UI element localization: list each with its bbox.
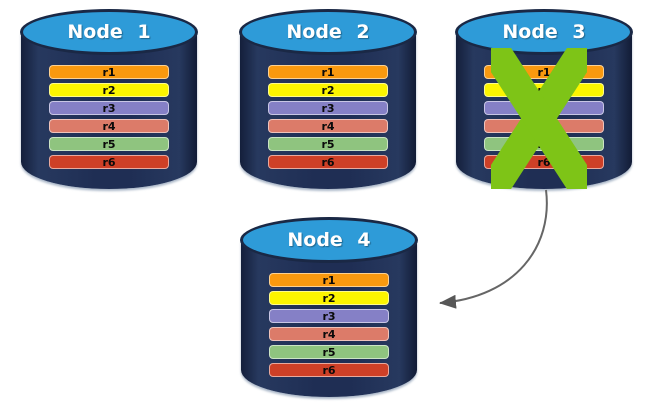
replica-bar-r4: r4 — [269, 327, 389, 341]
node-2: Node 2 r1 r2 r3 r4 r5 r6 — [239, 9, 417, 189]
replica-bar-r6: r6 — [269, 363, 389, 377]
replica-bar-r5: r5 — [268, 137, 388, 151]
replica-bar-r4: r4 — [268, 119, 388, 133]
failure-x-icon — [491, 48, 587, 189]
node-2-title: Node 2 — [239, 9, 417, 55]
node-2-label: Node 2 — [286, 21, 370, 43]
replica-bar-r1: r1 — [269, 273, 389, 287]
node-3-title: Node 3 — [455, 9, 633, 55]
node-3-label: Node 3 — [502, 21, 586, 43]
node-4: Node 4 r1 r2 r3 r4 r5 r6 — [240, 217, 418, 397]
replica-bar-r6: r6 — [49, 155, 169, 169]
node-1-replica-list: r1 r2 r3 r4 r5 r6 — [49, 65, 169, 169]
replica-bar-r3: r3 — [269, 309, 389, 323]
replica-bar-r2: r2 — [268, 83, 388, 97]
replica-bar-r5: r5 — [49, 137, 169, 151]
replica-bar-r1: r1 — [268, 65, 388, 79]
replica-bar-r3: r3 — [49, 101, 169, 115]
replica-bar-r1: r1 — [49, 65, 169, 79]
node-1-title: Node 1 — [20, 9, 198, 55]
replica-bar-r2: r2 — [269, 291, 389, 305]
node-4-label: Node 4 — [287, 229, 371, 251]
node-4-replica-list: r1 r2 r3 r4 r5 r6 — [269, 273, 389, 377]
node-2-replica-list: r1 r2 r3 r4 r5 r6 — [268, 65, 388, 169]
node-1-label: Node 1 — [67, 21, 151, 43]
replica-bar-r4: r4 — [49, 119, 169, 133]
replica-bar-r5: r5 — [269, 345, 389, 359]
replica-bar-r3: r3 — [268, 101, 388, 115]
node-4-title: Node 4 — [240, 217, 418, 263]
node-1: Node 1 r1 r2 r3 r4 r5 r6 — [20, 9, 198, 189]
replica-bar-r6: r6 — [268, 155, 388, 169]
replica-bar-r2: r2 — [49, 83, 169, 97]
